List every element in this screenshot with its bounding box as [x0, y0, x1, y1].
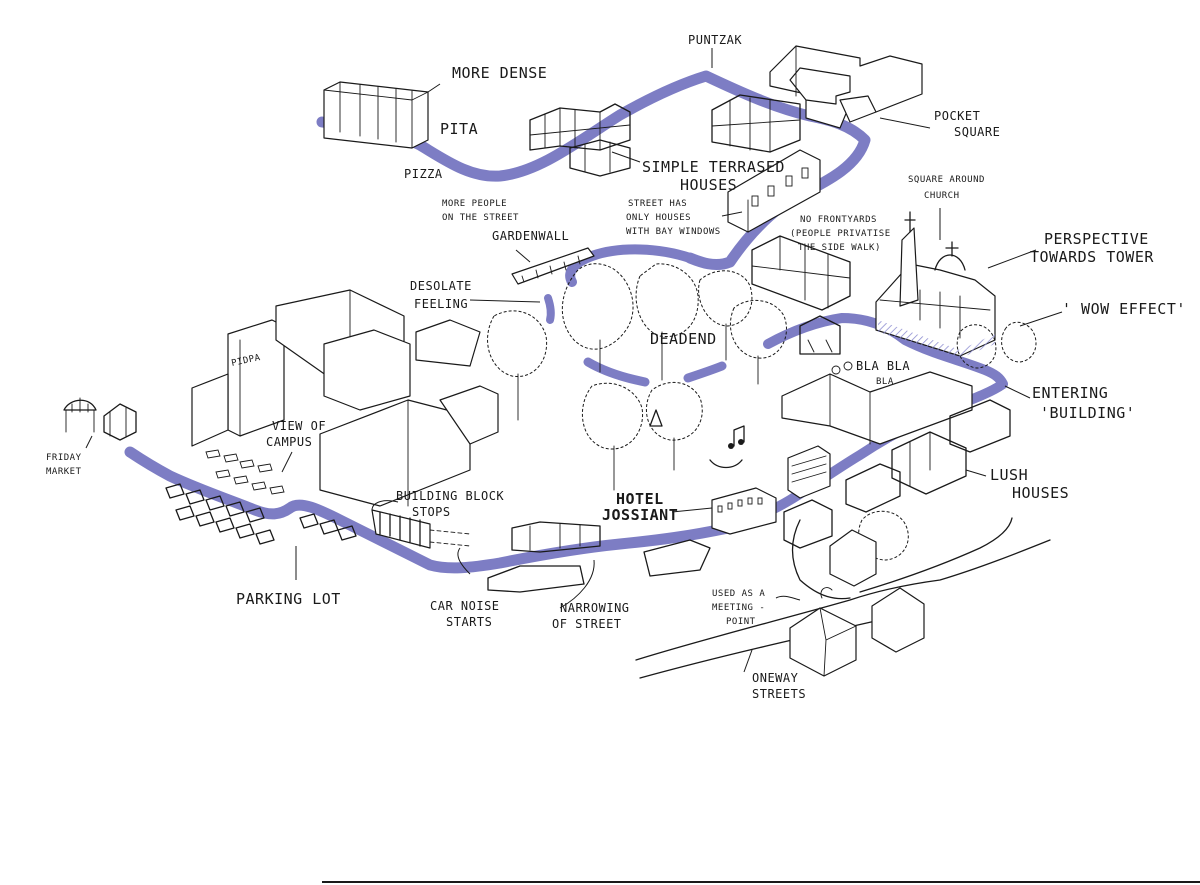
meeting-point-houses [789, 529, 925, 677]
label-more-people-1: MORE PEOPLE [442, 199, 507, 209]
hotel-jossiant [711, 487, 777, 535]
label-meeting-2: MEETING - [712, 603, 765, 613]
walking-route [124, 70, 1008, 574]
no-frontyard-houses [751, 235, 851, 311]
label-parking-lot: PARKING LOT [236, 590, 341, 608]
label-meeting-1: USED AS A [712, 589, 765, 599]
label-street-has-3: WITH BAY WINDOWS [626, 227, 721, 237]
label-hotel-2: JOSSIANT [602, 506, 678, 524]
label-view-campus-2: CAMPUS [266, 435, 312, 449]
label-friday-market-1: FRIDAY [46, 453, 82, 463]
music-notes-icon [709, 425, 745, 469]
leader-lines [85, 48, 1063, 673]
label-simple-terrased-2: HOUSES [680, 176, 737, 194]
south-street-boxes [487, 521, 711, 593]
label-square-church-2: CHURCH [924, 191, 960, 201]
label-entering-2: 'BUILDING' [1040, 404, 1135, 422]
label-narrowing-2: OF STREET [552, 617, 622, 631]
label-pizza: PIZZA [404, 167, 443, 181]
campus-buildings [191, 289, 499, 507]
parking-cars [165, 449, 357, 545]
garden-wall [511, 247, 595, 285]
church [875, 211, 996, 358]
building-block-stops [371, 509, 471, 549]
label-street-has-1: STREET HAS [628, 199, 687, 209]
label-street-has-2: ONLY HOUSES [626, 213, 691, 223]
label-car-noise-1: CAR NOISE [430, 599, 500, 613]
label-gardenwall: GARDENWALL [492, 229, 569, 243]
label-perspective-2: TOWARDS TOWER [1030, 248, 1154, 266]
annotations: PUNTZAK MORE DENSE PITA PIZZA MORE PEOPL… [46, 33, 1186, 701]
terraced-houses-frames [529, 94, 801, 177]
route-mid-left [544, 294, 555, 324]
east-houses [781, 315, 973, 445]
lush-houses [783, 399, 1011, 549]
label-more-people-2: ON THE STREET [442, 213, 519, 223]
label-more-dense: MORE DENSE [452, 64, 547, 82]
label-entering-1: ENTERING [1032, 384, 1108, 402]
label-simple-terrased-1: SIMPLE TERRASED [642, 158, 785, 176]
label-no-frontyards-2: (PEOPLE PRIVATISE [790, 229, 891, 239]
label-oneway-2: STREETS [752, 687, 806, 701]
label-pocket-square-2: SQUARE [954, 125, 1000, 139]
label-building-block-2: STOPS [412, 505, 451, 519]
bay-window-houses [727, 149, 821, 233]
label-puntzak: PUNTZAK [688, 33, 742, 47]
label-lush-2: HOUSES [1012, 484, 1069, 502]
label-no-frontyards-1: NO FRONTYARDS [800, 215, 877, 225]
label-pita: PITA [440, 120, 478, 138]
label-no-frontyards-3: THE SIDE WALK) [798, 243, 881, 253]
label-desolate-2: FEELING [414, 297, 468, 311]
route-dead-end-inner [583, 357, 727, 387]
label-deadend: DEADEND [650, 330, 717, 348]
route-south [124, 446, 734, 574]
label-perspective-1: PERSPECTIVE [1044, 230, 1149, 248]
label-pocket-square-1: POCKET [934, 109, 980, 123]
pocket-square-building [769, 45, 923, 129]
label-bla-bla-1: BLA BLA [856, 359, 910, 373]
label-meeting-3: POINT [726, 617, 756, 627]
label-square-church-1: SQUARE AROUND [908, 175, 985, 185]
label-wow-effect: ' WOW EFFECT' [1062, 300, 1186, 318]
label-hotel-1: HOTEL [616, 490, 664, 508]
label-narrowing-1: NARROWING [560, 601, 630, 615]
label-view-campus-1: VIEW OF [272, 419, 326, 433]
label-car-noise-2: STARTS [446, 615, 492, 629]
friday-market-stalls [63, 397, 137, 441]
label-desolate-1: DESOLATE [410, 279, 472, 293]
label-bla-bla-2: BLA [876, 377, 894, 387]
route-dead-end-loop [565, 244, 695, 287]
label-building-block-1: BUILDING BLOCK [396, 489, 504, 503]
label-oneway-1: ONEWAY [752, 671, 799, 685]
label-friday-market-2: MARKET [46, 467, 82, 477]
stone-block [787, 445, 831, 499]
label-lush-1: LUSH [990, 466, 1028, 484]
dense-block [323, 81, 429, 149]
